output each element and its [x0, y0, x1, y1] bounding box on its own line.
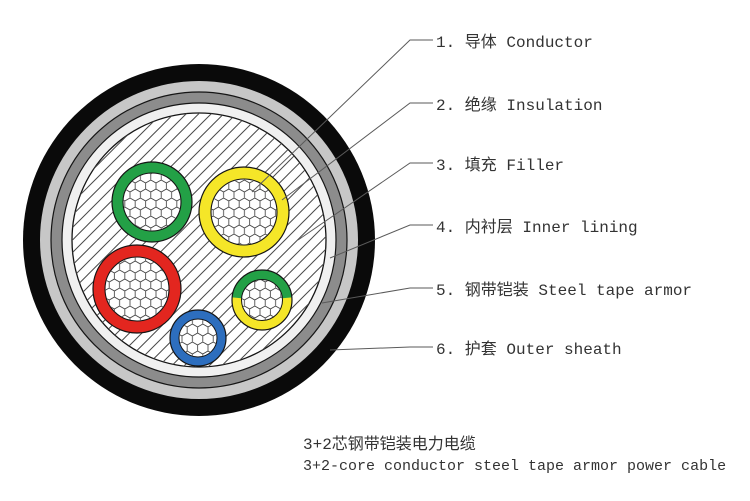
caption-line-en: 3+2-core conductor steel tape armor powe…	[303, 458, 727, 475]
leader-line-conductor	[251, 39, 433, 193]
caption: 3+2芯钢带铠装电力电缆 3+2-core conductor steel ta…	[303, 434, 726, 478]
label-steel-tape-armor: 5. 钢带铠装 Steel tape armor	[436, 282, 693, 300]
leader-lines	[251, 39, 433, 351]
green-core-conductor-strands	[123, 173, 181, 231]
leader-line-steel-tape-armor	[321, 287, 433, 304]
leader-line-inner-lining	[329, 224, 433, 259]
earth-core-conductor-strands	[242, 280, 282, 320]
caption-line-zh: 3+2芯钢带铠装电力电缆	[303, 436, 476, 454]
label-insulation: 2. 绝缘 Insulation	[436, 97, 603, 115]
core-blue-neutral	[169, 309, 227, 367]
core-yellow-phase	[198, 166, 290, 258]
core-green-phase	[111, 161, 193, 243]
leader-line-insulation	[281, 102, 433, 201]
leader-line-filler	[297, 162, 433, 241]
yellow-core-conductor-strands	[211, 179, 277, 245]
label-filler: 3. 填充 Filler	[436, 157, 565, 175]
blue-core-conductor-strands	[179, 319, 217, 357]
red-core-conductor-strands	[105, 257, 169, 321]
label-inner-lining: 4. 内衬层 Inner lining	[436, 219, 638, 237]
core-earth-green-yellow	[231, 269, 293, 331]
label-conductor: 1. 导体 Conductor	[436, 34, 593, 52]
label-outer-sheath: 6. 护套 Outer sheath	[436, 341, 622, 359]
core-red-phase	[92, 244, 182, 334]
leader-line-outer-sheath	[329, 346, 433, 351]
